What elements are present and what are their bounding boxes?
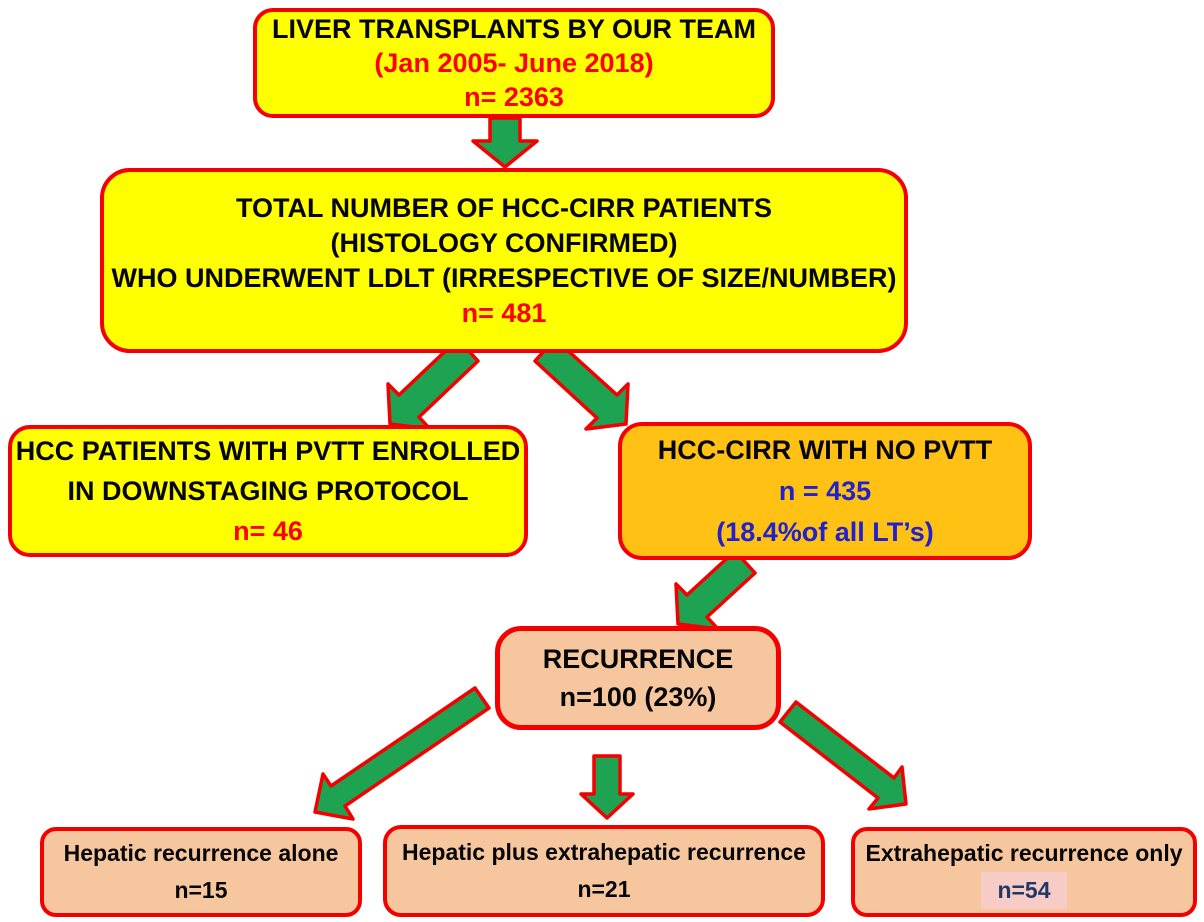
box-hepatic-plus-extrahepatic: Hepatic plus extrahepatic recurrence n=2… bbox=[383, 825, 825, 917]
box-no-pvtt: HCC-CIRR WITH NO PVTT n = 435 (18.4%of a… bbox=[618, 422, 1032, 560]
box-hepatic-recurrence-alone: Hepatic recurrence alone n=15 bbox=[40, 827, 362, 917]
arrow-recurrence-to-both-icon bbox=[579, 754, 635, 820]
box-pvtt-downstaging-line1: HCC PATIENTS WITH PVTT ENROLLED bbox=[15, 436, 521, 466]
box-hepatic-recurrence-alone-title: Hepatic recurrence alone bbox=[63, 840, 339, 866]
box-hcc-cirr-total-line1: TOTAL NUMBER OF HCC-CIRR PATIENTS bbox=[236, 192, 772, 223]
box-hepatic-plus-extrahepatic-title: Hepatic plus extrahepatic recurrence bbox=[402, 839, 806, 865]
box-extrahepatic-only-count: n=54 bbox=[981, 872, 1067, 909]
box-pvtt-downstaging: HCC PATIENTS WITH PVTT ENROLLED IN DOWNS… bbox=[8, 425, 528, 557]
box-liver-transplants-count: n= 2363 bbox=[464, 82, 564, 112]
box-liver-transplants-period: (Jan 2005- June 2018) bbox=[374, 48, 654, 78]
box-liver-transplants: LIVER TRANSPLANTS BY OUR TEAM (Jan 2005-… bbox=[253, 8, 775, 118]
box-hcc-cirr-total-line3: WHO UNDERWENT LDLT (IRRESPECTIVE OF SIZE… bbox=[111, 262, 897, 293]
box-recurrence-title: RECURRENCE bbox=[542, 644, 734, 674]
box-no-pvtt-percent: (18.4%of all LT’s) bbox=[716, 516, 934, 547]
arrow-liver-to-total-icon bbox=[471, 116, 539, 169]
box-recurrence: RECURRENCE n=100 (23%) bbox=[495, 626, 781, 730]
box-extrahepatic-only: Extrahepatic recurrence only n=54 bbox=[851, 827, 1197, 917]
box-no-pvtt-title: HCC-CIRR WITH NO PVTT bbox=[657, 434, 993, 465]
box-hcc-cirr-total: TOTAL NUMBER OF HCC-CIRR PATIENTS (HISTO… bbox=[100, 168, 908, 353]
box-hepatic-plus-extrahepatic-count: n=21 bbox=[577, 876, 631, 902]
arrow-recurrence-to-hepatic-icon bbox=[313, 686, 491, 821]
box-pvtt-downstaging-line2: IN DOWNSTAGING PROTOCOL bbox=[67, 476, 469, 506]
box-no-pvtt-count: n = 435 bbox=[778, 475, 872, 506]
box-recurrence-count: n=100 (23%) bbox=[559, 682, 717, 712]
arrow-nopvtt-to-recurrence-icon bbox=[674, 549, 757, 631]
box-hcc-cirr-total-count: n= 481 bbox=[461, 297, 547, 328]
arrow-recurrence-to-extrahepatic-icon bbox=[778, 700, 908, 811]
box-hepatic-recurrence-alone-count: n=15 bbox=[174, 877, 228, 903]
box-hcc-cirr-total-line2: (HISTOLOGY CONFIRMED) bbox=[330, 227, 678, 258]
box-liver-transplants-title: LIVER TRANSPLANTS BY OUR TEAM bbox=[271, 14, 757, 44]
box-extrahepatic-only-title: Extrahepatic recurrence only bbox=[865, 840, 1183, 866]
box-pvtt-downstaging-count: n= 46 bbox=[233, 516, 303, 546]
